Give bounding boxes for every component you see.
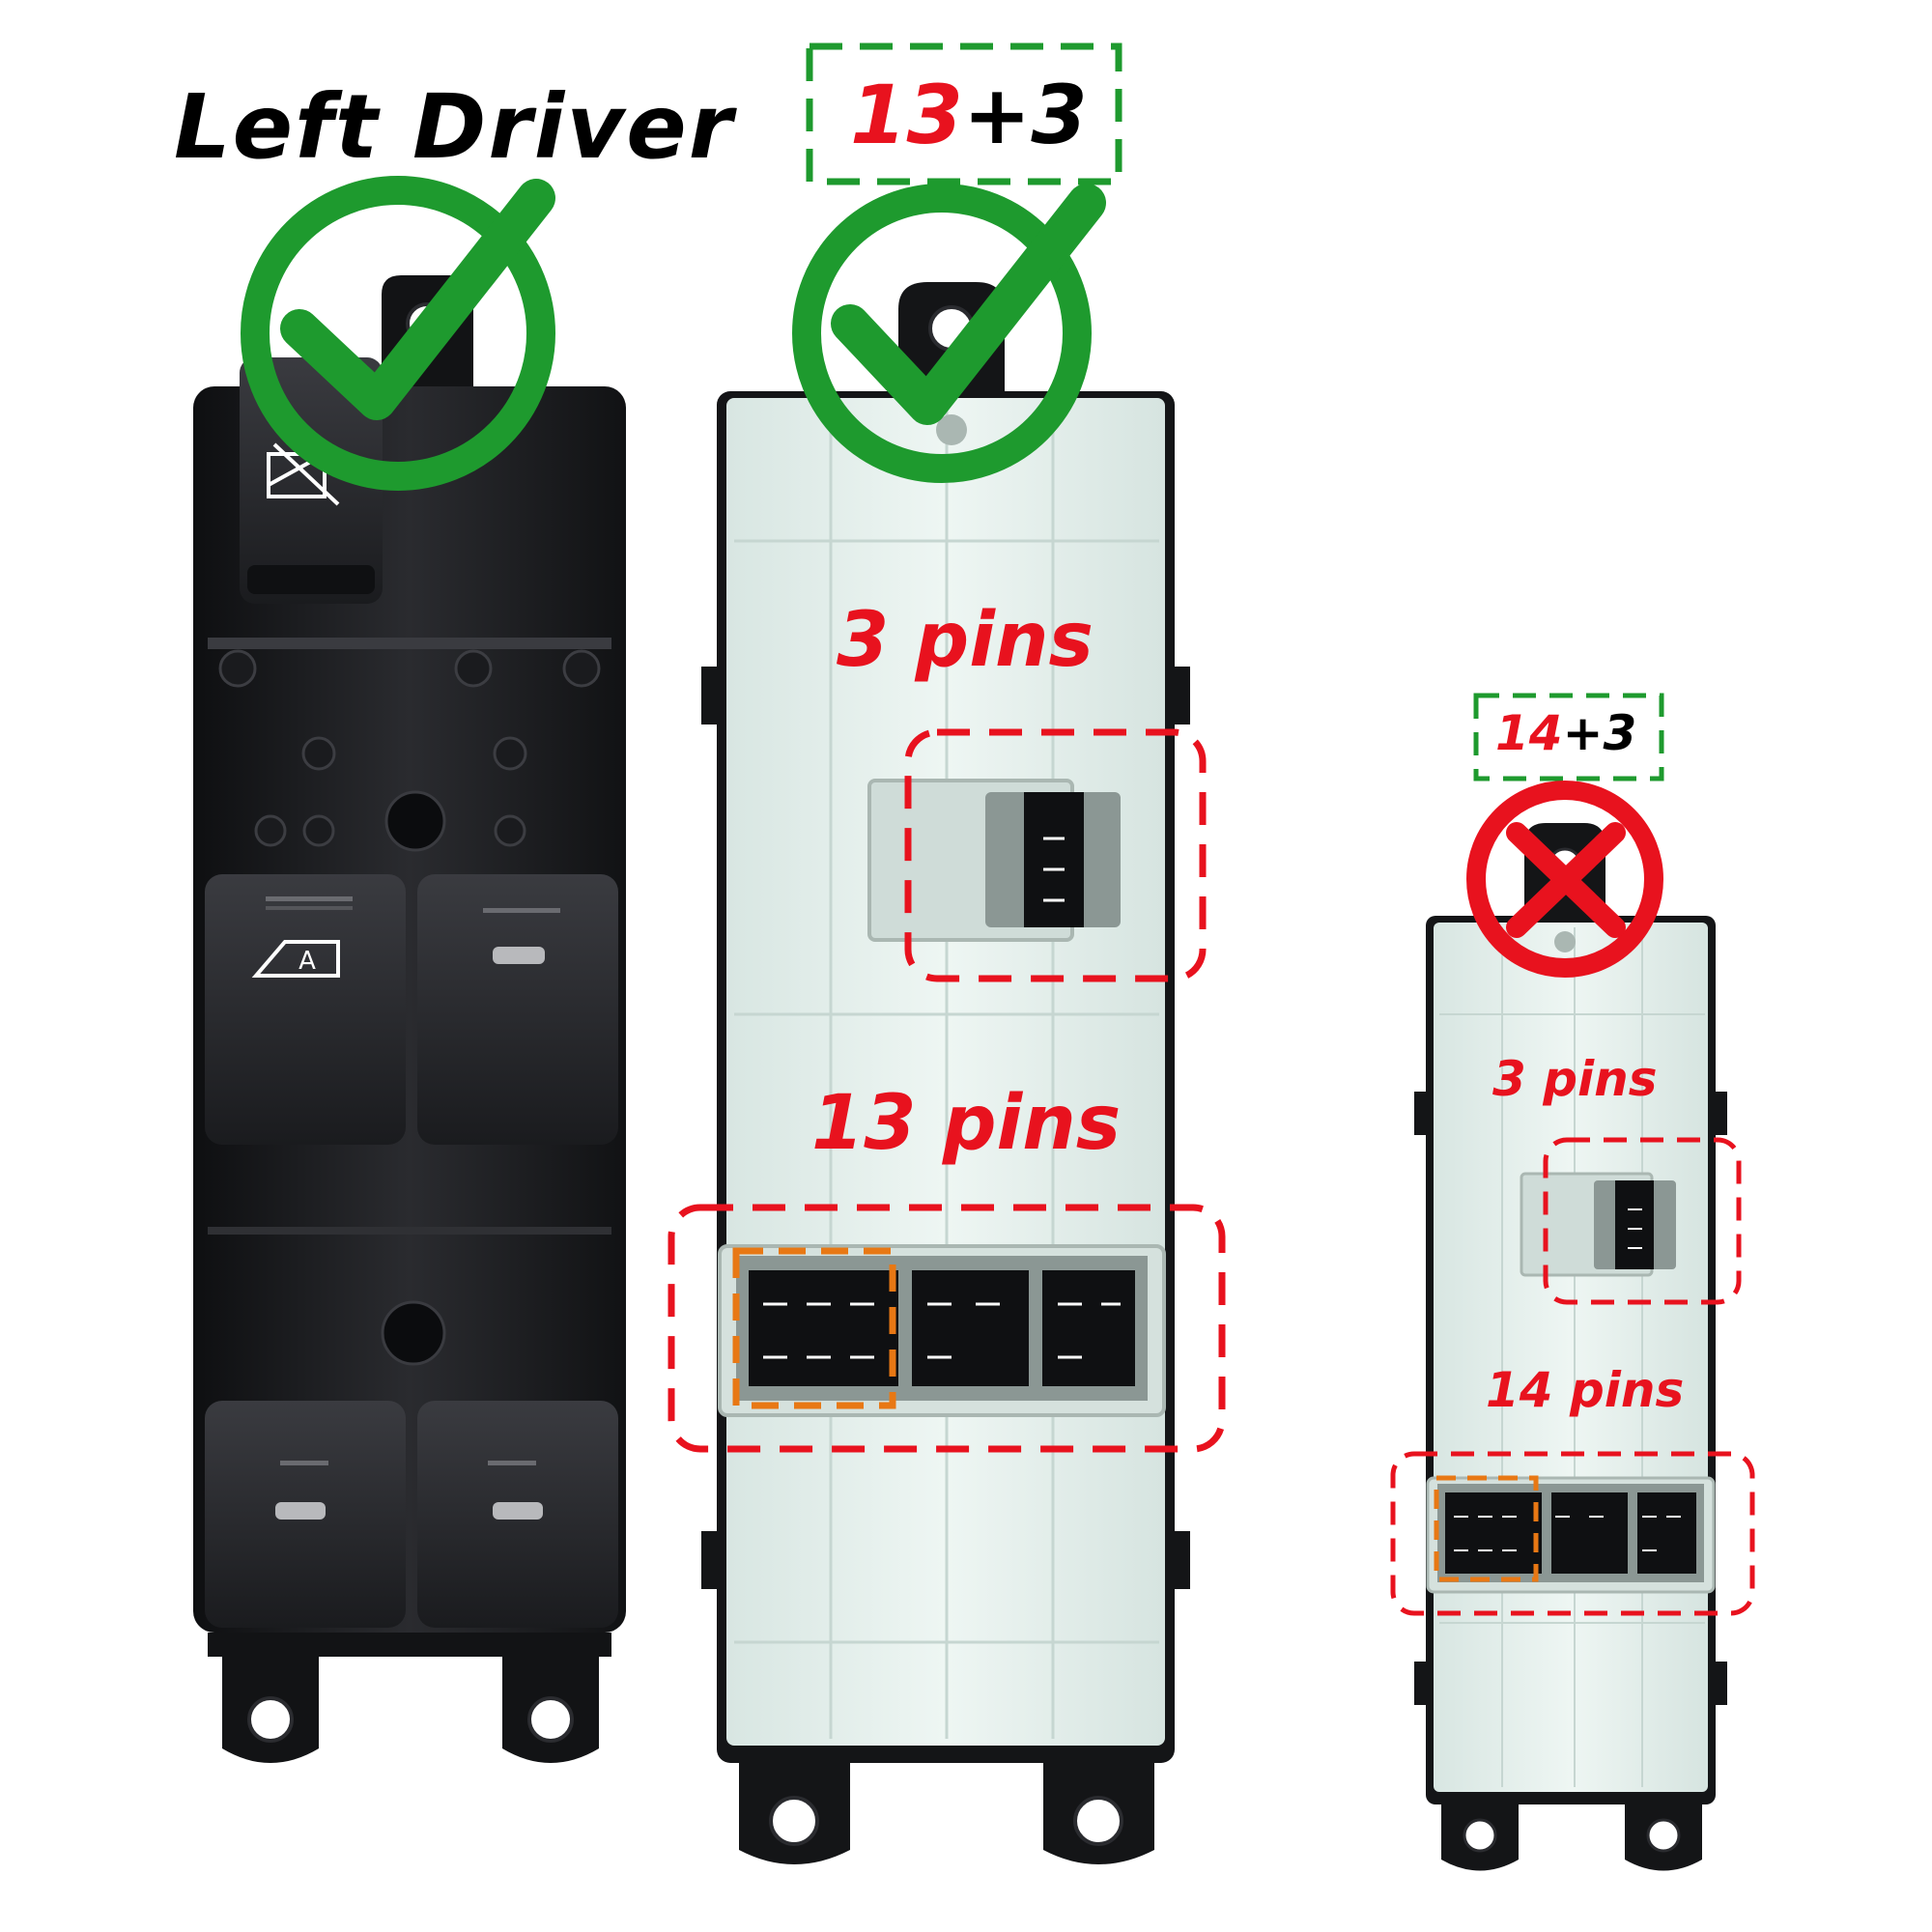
incompatible-switch-back bbox=[1390, 823, 1755, 1871]
pin-count-rest: +3 bbox=[962, 68, 1088, 162]
driver-window-button bbox=[205, 874, 406, 1145]
three-pin-highlight bbox=[904, 728, 1207, 982]
switch-body bbox=[193, 386, 626, 1633]
pin-count-rest: +3 bbox=[1562, 705, 1637, 761]
fourteen-pin-connector bbox=[1445, 1492, 1696, 1574]
extra-pin-highlight bbox=[732, 1247, 896, 1409]
pin-count-highlight: 13 bbox=[850, 68, 963, 162]
compatible-switch-back bbox=[668, 282, 1226, 1864]
three-pin-label: 3 pins bbox=[837, 597, 1094, 684]
auto-window-icon bbox=[251, 940, 340, 978]
led-indicator bbox=[493, 947, 545, 964]
passenger-window-button bbox=[417, 874, 618, 1145]
three-pin-connector bbox=[1024, 792, 1084, 927]
driver-switch-front: A bbox=[193, 275, 626, 1763]
pin-count-incompatible: 14+3 bbox=[1495, 705, 1636, 761]
thirteen-pin-label: 13 pins bbox=[811, 1080, 1122, 1167]
cross-mark-icon bbox=[1466, 781, 1663, 978]
page-title: Left Driver bbox=[174, 75, 735, 179]
thirteen-pin-connector bbox=[749, 1270, 1135, 1386]
check-mark-icon bbox=[241, 176, 555, 491]
svg-text:A: A bbox=[298, 947, 316, 976]
three-pin-label: 3 pins bbox=[1492, 1051, 1658, 1107]
check-mark-icon bbox=[792, 184, 1106, 483]
thirteen-pin-highlight bbox=[668, 1204, 1226, 1453]
pin-count-compatible: 13+3 bbox=[850, 68, 1088, 162]
pin-count-highlight: 14 bbox=[1495, 705, 1563, 761]
pin-count-box-incompatible bbox=[1473, 693, 1664, 781]
pin-count-box-compatible bbox=[806, 43, 1122, 185]
fourteen-pin-label: 14 pins bbox=[1486, 1362, 1685, 1418]
